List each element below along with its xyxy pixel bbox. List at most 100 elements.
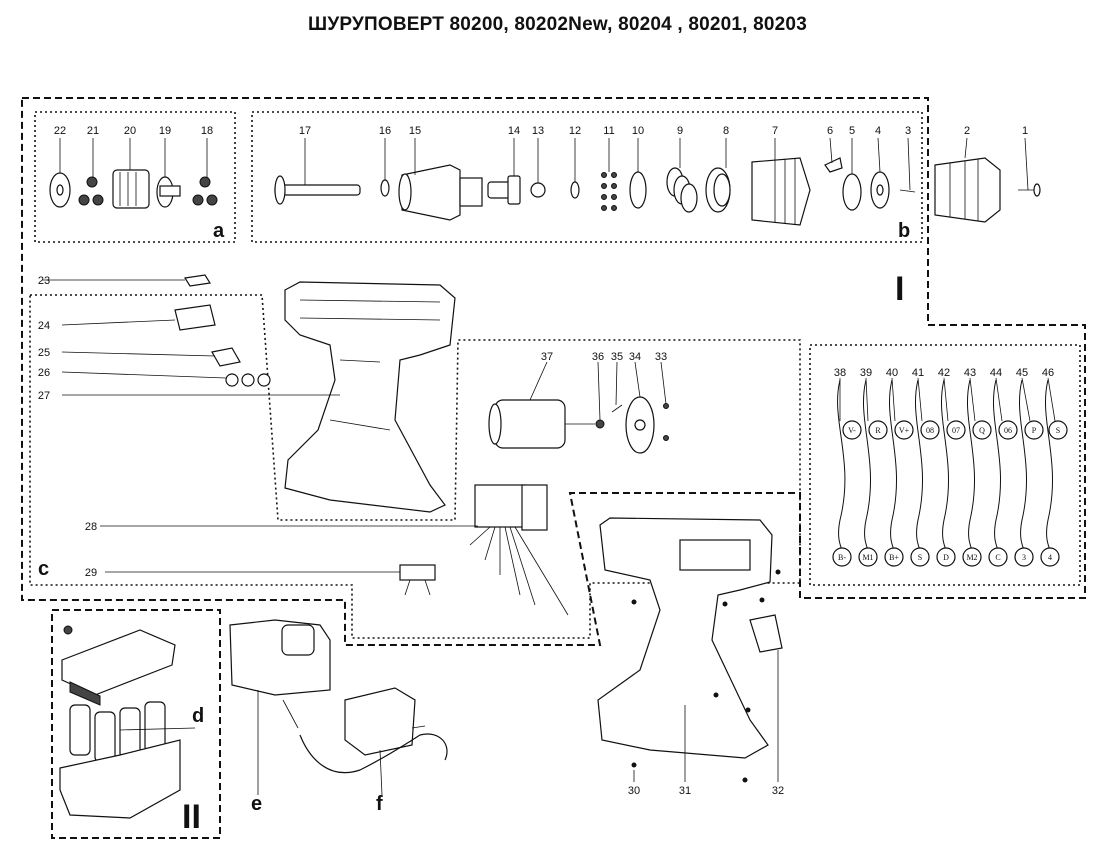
- ring-8: [705, 167, 731, 213]
- part-number-6: 6: [827, 125, 833, 137]
- label-plate-32: [749, 614, 783, 653]
- power-adapter-f: [299, 687, 448, 774]
- ring-gear-20: [112, 169, 150, 209]
- clutch-collar-7: [751, 157, 811, 226]
- group-I-boundary: [21, 97, 1086, 646]
- part-number-29: 29: [85, 567, 97, 579]
- part-25: [211, 347, 241, 367]
- washer-22: [49, 172, 71, 208]
- part-number-33: 33: [655, 351, 667, 363]
- wire-top-label: 07: [952, 426, 960, 435]
- carrier-19: [156, 176, 181, 208]
- ring-13: [530, 182, 546, 198]
- wire-top-label: S: [1056, 426, 1060, 435]
- spindle-14: [487, 175, 521, 205]
- balls-11: [601, 172, 617, 211]
- battery-pack: [59, 625, 181, 819]
- plate-34: [625, 396, 655, 454]
- part-number-3: 3: [905, 125, 911, 137]
- wire-top-label: P: [1032, 426, 1037, 435]
- screws-30: [631, 569, 781, 783]
- part-number-35: 35: [611, 351, 623, 363]
- part-number-40: 40: [886, 367, 898, 379]
- housing-window: [679, 539, 751, 571]
- wire-top-label: Q: [979, 426, 985, 435]
- part-number-36: 36: [592, 351, 604, 363]
- part-number-2: 2: [964, 125, 970, 137]
- part-number-13: 13: [532, 125, 544, 137]
- part-number-12: 12: [569, 125, 581, 137]
- part-number-21: 21: [87, 125, 99, 137]
- wire-bottom-label: S: [918, 553, 922, 562]
- part-number-38: 38: [834, 367, 846, 379]
- wire-bottom-label: M2: [966, 553, 977, 562]
- wire-bottom-circles: [832, 547, 1060, 567]
- part-number-17: 17: [299, 125, 311, 137]
- washer-4: [870, 171, 890, 209]
- screw-3: [899, 189, 916, 193]
- part-number-19: 19: [159, 125, 171, 137]
- part-number-20: 20: [124, 125, 136, 137]
- part-number-24: 24: [38, 320, 50, 332]
- part-number-43: 43: [964, 367, 976, 379]
- group-label-c: c: [38, 558, 49, 580]
- part-number-1: 1: [1022, 125, 1028, 137]
- group-a-boundary: [34, 111, 236, 243]
- group-label-d: d: [192, 705, 204, 727]
- screws-33: [663, 403, 669, 441]
- spring-plate-6: [824, 157, 843, 173]
- wire-top-circles: [842, 420, 1068, 440]
- gears-26: [225, 373, 271, 387]
- screw-1: [1018, 183, 1041, 197]
- wire-top-label: 08: [926, 426, 934, 435]
- group-label-f: f: [376, 793, 383, 815]
- group-c-boundary: [29, 294, 801, 639]
- part-number-16: 16: [379, 125, 391, 137]
- shaft-17: [274, 175, 361, 205]
- group-label-II: II: [182, 798, 201, 836]
- group-label-I: I: [895, 270, 904, 308]
- wire-top-label: V-: [848, 426, 856, 435]
- ring-16: [380, 179, 390, 197]
- diagram-title: ШУРУПОВЕРТ 80200, 80202New, 80204 , 8020…: [308, 14, 807, 35]
- wire-bottom-label: B-: [838, 553, 846, 562]
- group-label-e: e: [251, 793, 262, 815]
- housing-half-31: [597, 517, 773, 759]
- spring-9: [666, 167, 698, 213]
- part-number-10: 10: [632, 125, 644, 137]
- part-number-32: 32: [772, 785, 784, 797]
- clip-12: [570, 181, 580, 199]
- gear-18: [192, 176, 218, 206]
- part-number-37: 37: [541, 351, 553, 363]
- screw-35: [611, 404, 623, 413]
- part-23: [184, 274, 211, 287]
- part-number-39: 39: [860, 367, 872, 379]
- gear-36: [595, 419, 605, 429]
- part-number-11: 11: [603, 125, 614, 137]
- washer-10: [629, 171, 647, 209]
- part-number-7: 7: [772, 125, 778, 137]
- part-number-28: 28: [85, 521, 97, 533]
- wires-38-46: [837, 379, 1054, 556]
- wire-bottom-label: D: [943, 553, 949, 562]
- wire-bottom-label: C: [995, 553, 1000, 562]
- part-number-9: 9: [677, 125, 683, 137]
- part-number-46: 46: [1042, 367, 1054, 379]
- part-number-41: 41: [912, 367, 924, 379]
- group-II-boundary: [51, 609, 221, 839]
- housing-15: [398, 164, 483, 221]
- part-number-4: 4: [875, 125, 881, 137]
- part-number-14: 14: [508, 125, 520, 137]
- part-number-45: 45: [1016, 367, 1028, 379]
- part-number-18: 18: [201, 125, 213, 137]
- part-number-23: 23: [38, 275, 50, 287]
- wire-top-label: R: [875, 426, 881, 435]
- wire-bottom-label: 4: [1048, 553, 1052, 562]
- wire-bottom-label: M1: [862, 553, 873, 562]
- part-number-26: 26: [38, 367, 50, 379]
- part-number-8: 8: [723, 125, 729, 137]
- group-b-boundary: [251, 111, 923, 243]
- charger-base-e: [229, 619, 331, 729]
- housing-half-27: [284, 281, 456, 513]
